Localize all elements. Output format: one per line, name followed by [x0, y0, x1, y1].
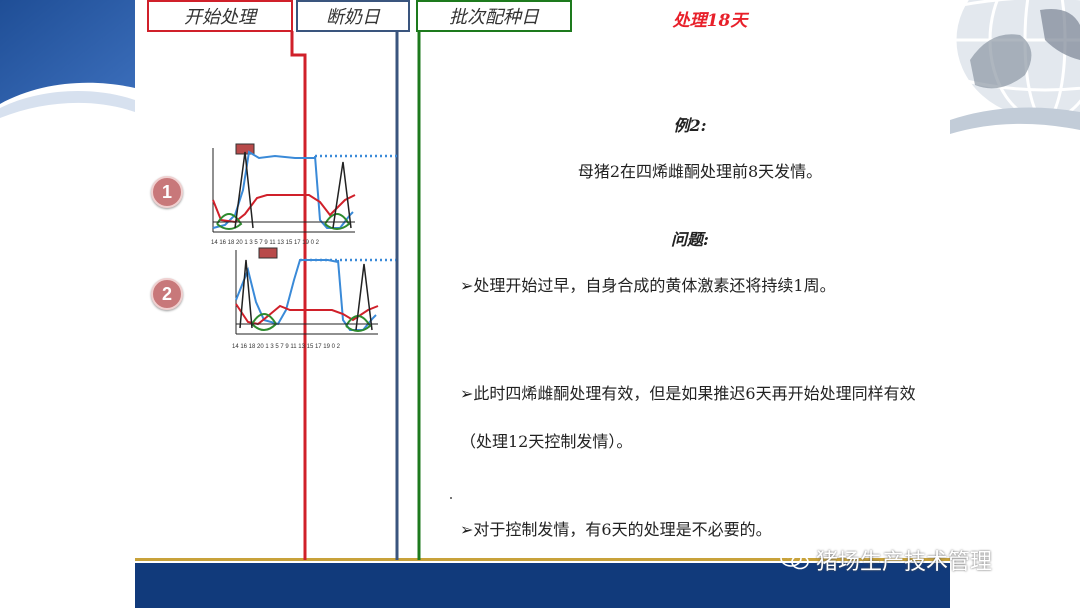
hormone-cycle-chart-2: 14 16 18 20 1 3 5 7 9 11 13 15 17 19 0 2	[232, 247, 396, 350]
question-bullet-3: ➢对于控制发情，有6天的处理是不必要的。	[460, 520, 772, 539]
wechat-icon	[780, 549, 809, 570]
footer-bar	[135, 563, 950, 608]
question-bullet-2: ➢此时四烯雌酮处理有效，但是如果推迟6天再开始处理同样有效（处理12天控制发情）…	[460, 384, 916, 451]
chart-2-axis-ticks: 14 16 18 20 1 3 5 7 9 11 13 15 17 19 0 2	[232, 344, 341, 350]
hormone-cycle-chart-1: 14 16 18 20 1 3 5 7 9 11 13 15 17 19 0 2	[211, 143, 397, 246]
batch-breeding-day-label: 批次配种日	[416, 0, 572, 32]
sow-marker-1: 1	[151, 176, 183, 208]
start-treatment-label: 开始处理	[147, 0, 293, 32]
wechat-watermark: 猪场生产技术管理	[780, 544, 992, 576]
question-title: 问题:	[671, 230, 709, 249]
globe-icon	[950, 0, 1080, 140]
watermark-text: 猪场生产技术管理	[816, 549, 993, 574]
sow-marker-2: 2	[151, 278, 183, 310]
treatment-duration-title: 处理18天	[672, 11, 748, 31]
weaning-day-label: 断奶日	[296, 0, 410, 32]
white-divider	[135, 562, 950, 563]
stray-dot	[450, 497, 452, 499]
gold-divider	[135, 558, 950, 561]
question-bullet-1: ➢处理开始过早，自身合成的黄体激素还将持续1周。	[460, 276, 836, 295]
blue-swoosh-decoration	[0, 0, 135, 118]
example-title: 例2:	[673, 116, 707, 135]
example-description: 母猪2在四烯雌酮处理前8天发情。	[577, 162, 823, 181]
chart-1-axis-ticks: 14 16 18 20 1 3 5 7 9 11 13 15 17 19 0 2	[211, 240, 320, 246]
